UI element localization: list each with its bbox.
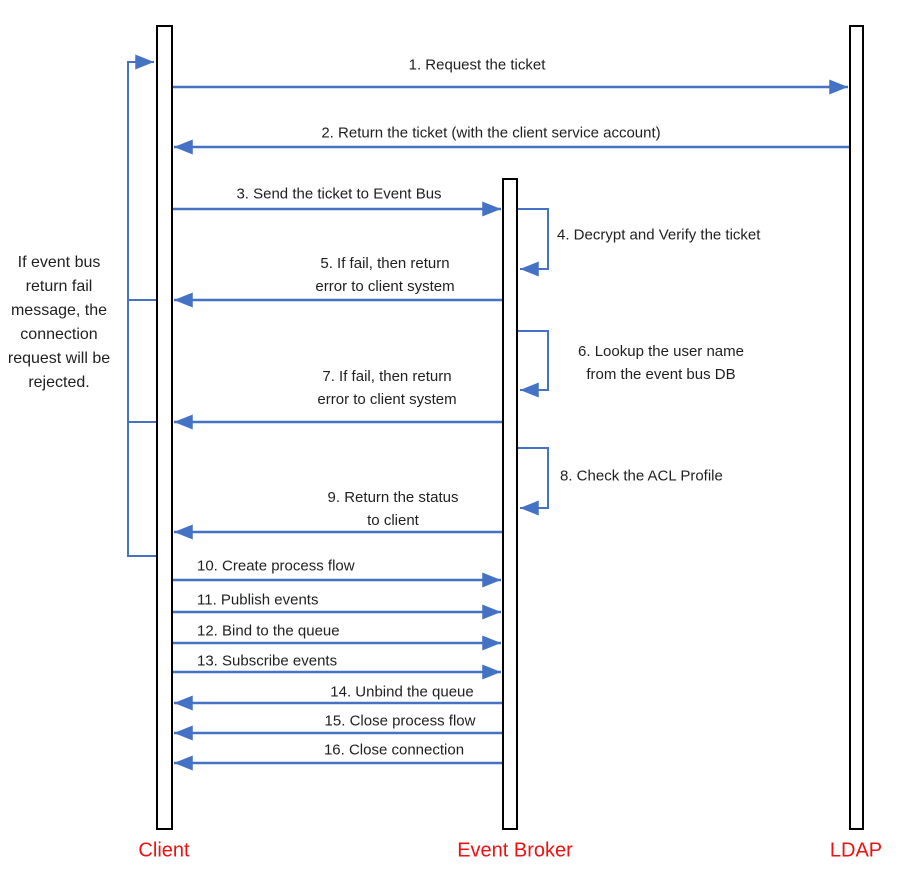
message-14-label: 14. Unbind the queue [330, 683, 474, 701]
rejection-feedback-bracket [127, 54, 156, 557]
message-5-label: 5. If fail, then return error to client … [315, 255, 455, 295]
message-1-label: 1. Request the ticket [408, 56, 546, 74]
rejection-note: If event bus return fail message, the co… [7, 254, 111, 391]
message-7-label: 7. If fail, then return error to client … [317, 368, 457, 408]
lifeline-ldap [849, 25, 864, 830]
message-15-label: 15. Close process flow [324, 712, 476, 730]
lifeline-event-broker [502, 178, 518, 830]
message-13-label: 13. Subscribe events [197, 652, 338, 670]
message-11-label: 11. Publish events [197, 591, 319, 609]
lifeline-client [156, 25, 173, 830]
message-8-label: 8. Check the ACL Profile [560, 467, 723, 485]
message-10-label: 10. Create process flow [197, 557, 355, 575]
message-9-label: 9. Return the status to client [327, 489, 459, 529]
message-3-label: 3. Send the ticket to Event Bus [236, 185, 442, 203]
message-4-label: 4. Decrypt and Verify the ticket [557, 226, 761, 244]
actor-label-event-broker: Event Broker [457, 839, 573, 862]
actor-label-ldap: LDAP [829, 839, 883, 862]
message-12-label: 12. Bind to the queue [197, 622, 340, 640]
message-2-label: 2. Return the ticket (with the client se… [321, 124, 661, 142]
selfloop-6-lookup-user [518, 330, 549, 398]
actor-label-client: Client [138, 839, 190, 862]
message-16-label: 16. Close connection [323, 741, 465, 759]
selfloop-8-check-acl [518, 447, 549, 516]
message-6-label: 6. Lookup the user name from the event b… [578, 343, 744, 383]
selfloop-4-decrypt-verify [518, 208, 549, 277]
